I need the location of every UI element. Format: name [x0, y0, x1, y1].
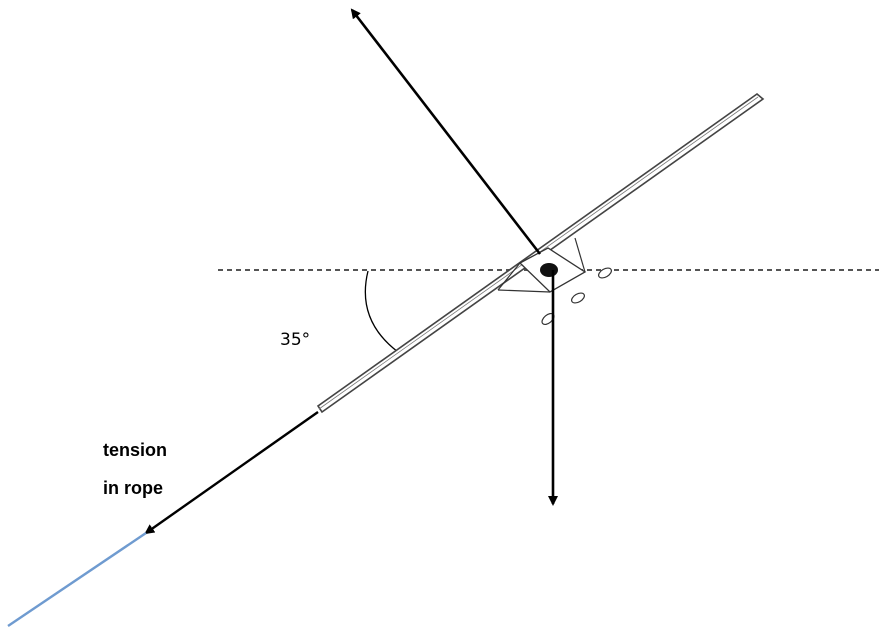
rope-line	[7, 532, 147, 627]
glider-strut-left	[497, 262, 521, 291]
tension-label-line-2: in rope	[103, 478, 164, 498]
pilot-foot-2	[571, 292, 585, 304]
tension-label-line-1: tension	[103, 440, 168, 460]
angle-label: 35°	[280, 330, 311, 350]
pilot-foot-1	[598, 267, 612, 279]
glider-strut-back	[497, 289, 551, 293]
glider-body	[497, 237, 612, 326]
tension-label: tension in rope	[103, 431, 167, 507]
lift-force-arrow	[350, 8, 542, 255]
glider-strut-top	[574, 237, 586, 273]
angle-arc	[364, 270, 399, 353]
tension-force-arrow	[144, 411, 319, 535]
pilot-head	[540, 263, 558, 277]
